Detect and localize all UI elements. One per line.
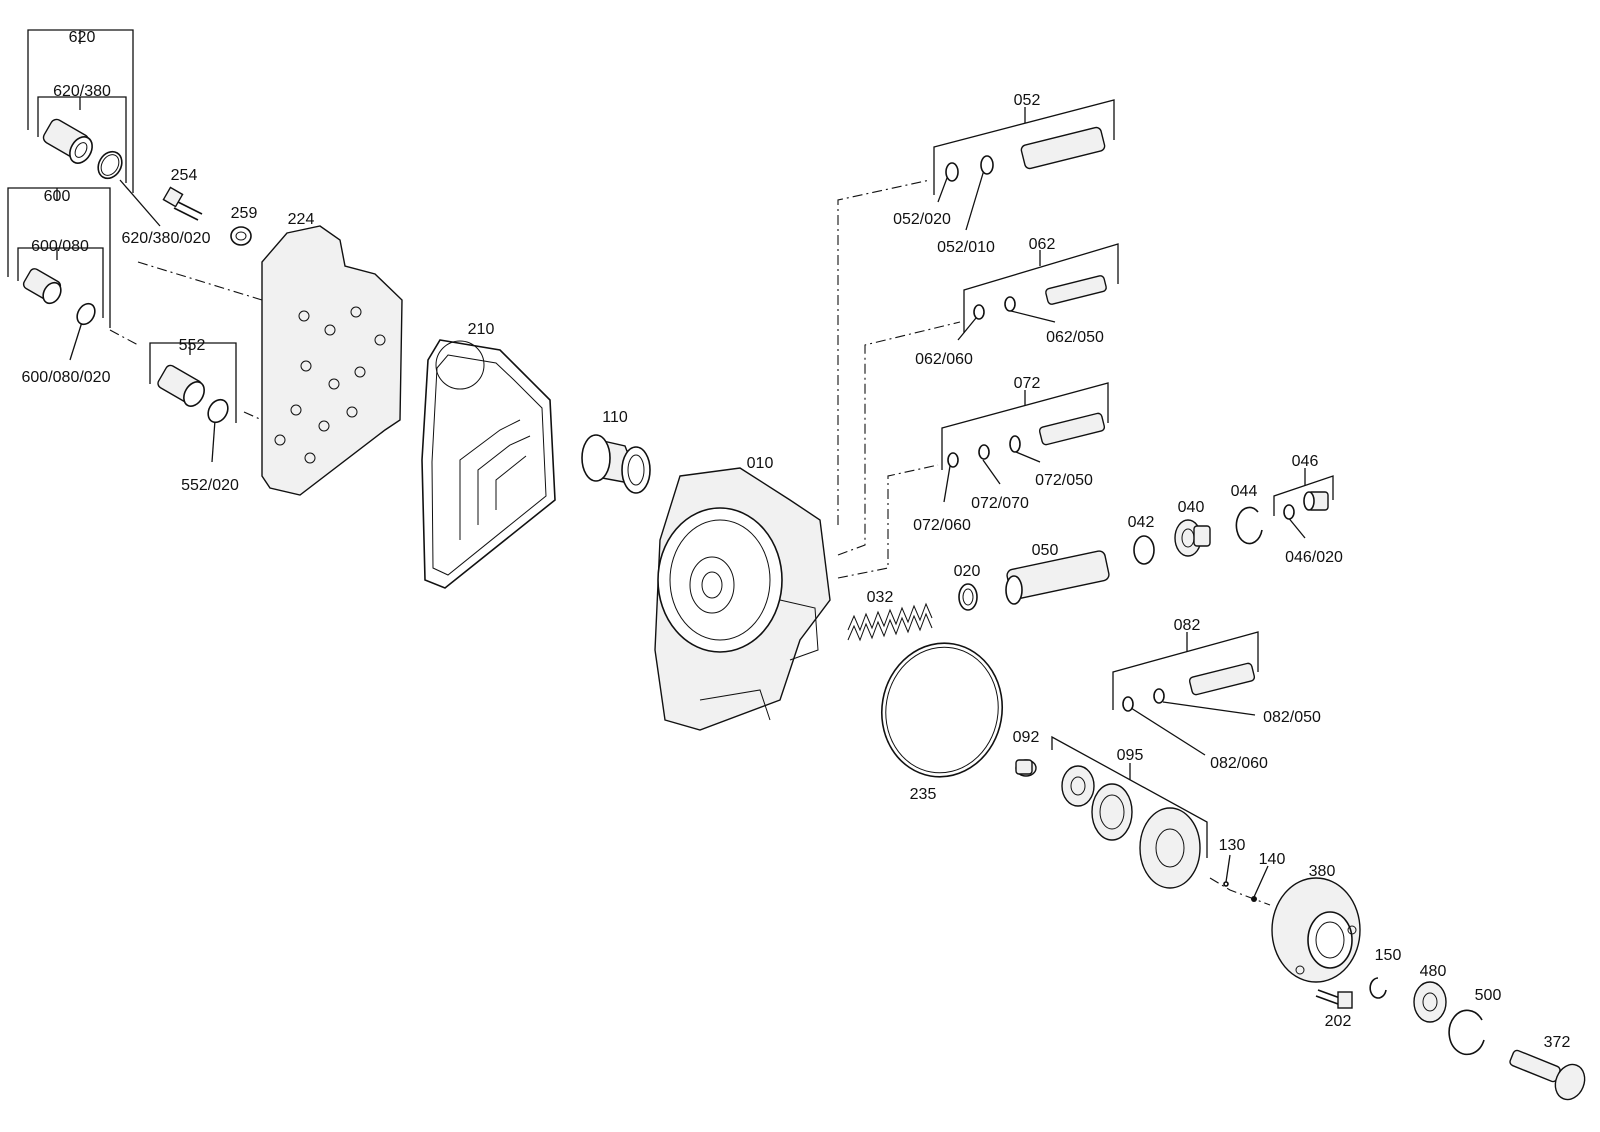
part-044-circlip <box>1235 506 1263 545</box>
label-052: 052 <box>1014 92 1041 109</box>
label-040: 040 <box>1178 499 1205 516</box>
part-600-080-plug <box>22 268 62 305</box>
label-600: 600 <box>44 188 71 205</box>
part-620-380-plug <box>42 118 93 164</box>
label-062: 062 <box>1029 236 1056 253</box>
part-072-valve <box>947 412 1106 468</box>
brackets <box>7 29 1334 898</box>
label-046: 046 <box>1292 453 1319 470</box>
part-052-valve <box>945 126 1106 182</box>
label-020: 020 <box>954 563 981 580</box>
part-130-pin <box>1223 881 1229 887</box>
label-254: 254 <box>171 167 198 184</box>
label-210: 210 <box>468 321 495 338</box>
part-092-bush <box>1015 759 1037 777</box>
part-040-bushing <box>1174 519 1211 557</box>
part-labels: 620 620/380 620/380/020 600 600/080 600/… <box>22 29 1571 1051</box>
part-042-ring <box>1133 535 1155 565</box>
label-072-050: 072/050 <box>1035 472 1093 489</box>
label-082: 082 <box>1174 617 1201 634</box>
label-010: 010 <box>747 455 774 472</box>
label-620-380: 620/380 <box>53 83 111 100</box>
part-010-housing <box>654 467 831 731</box>
label-095: 095 <box>1117 747 1144 764</box>
label-130: 130 <box>1219 837 1246 854</box>
part-552-020-ring <box>207 398 229 424</box>
label-044: 044 <box>1231 483 1258 500</box>
part-254-bolt <box>162 186 203 221</box>
alignment-lines <box>109 179 1271 906</box>
part-082-valve <box>1122 662 1256 712</box>
label-072: 072 <box>1014 375 1041 392</box>
part-110-filter-sleeve <box>581 434 651 494</box>
label-372: 372 <box>1544 1034 1571 1051</box>
label-150: 150 <box>1375 947 1402 964</box>
label-500: 500 <box>1475 987 1502 1004</box>
part-032-spring <box>847 602 933 642</box>
label-082-060: 082/060 <box>1210 755 1268 772</box>
part-500-circlip <box>1448 1009 1485 1056</box>
part-150-circlip <box>1369 977 1387 999</box>
part-202-bolt <box>1315 989 1353 1009</box>
part-046-plug <box>1283 491 1329 520</box>
part-552-plug <box>157 364 205 407</box>
label-062-050: 062/050 <box>1046 329 1104 346</box>
label-042: 042 <box>1128 514 1155 531</box>
label-552-020: 552/020 <box>181 477 239 494</box>
label-050: 050 <box>1032 542 1059 559</box>
label-480: 480 <box>1420 963 1447 980</box>
part-235-o-ring <box>880 642 1004 778</box>
label-110: 110 <box>602 409 628 426</box>
label-552: 552 <box>179 337 206 354</box>
label-259: 259 <box>231 205 258 222</box>
part-600-080-020-ring <box>76 302 96 326</box>
part-050-piston <box>1005 550 1110 605</box>
part-210-gasket <box>421 339 556 589</box>
part-372-shaft <box>1509 1049 1586 1101</box>
label-380: 380 <box>1309 863 1336 880</box>
part-224-cover-plate <box>261 225 403 496</box>
part-620-380-020-ring <box>97 150 123 180</box>
part-062-valve <box>973 275 1107 320</box>
part-095-gear-set <box>1061 765 1201 889</box>
part-380-cover <box>1271 877 1361 983</box>
label-072-070: 072/070 <box>971 495 1029 512</box>
label-062-060: 062/060 <box>915 351 973 368</box>
part-140-ball <box>1251 896 1257 902</box>
label-046-020: 046/020 <box>1285 549 1343 566</box>
label-600-080: 600/080 <box>31 238 89 255</box>
label-052-010: 052/010 <box>937 239 995 256</box>
label-202: 202 <box>1325 1013 1352 1030</box>
label-072-060: 072/060 <box>913 517 971 534</box>
part-480-bearing <box>1413 981 1447 1023</box>
label-620: 620 <box>69 29 96 46</box>
part-020-ring <box>958 583 978 611</box>
label-140: 140 <box>1259 851 1286 868</box>
label-092: 092 <box>1013 729 1040 746</box>
label-052-020: 052/020 <box>893 211 951 228</box>
label-620-380-020: 620/380/020 <box>122 230 211 247</box>
label-082-050: 082/050 <box>1263 709 1321 726</box>
label-224: 224 <box>288 211 315 228</box>
label-600-080-020: 600/080/020 <box>22 369 111 386</box>
label-032: 032 <box>867 589 894 606</box>
label-235: 235 <box>910 786 937 803</box>
part-259-washer <box>230 226 252 246</box>
